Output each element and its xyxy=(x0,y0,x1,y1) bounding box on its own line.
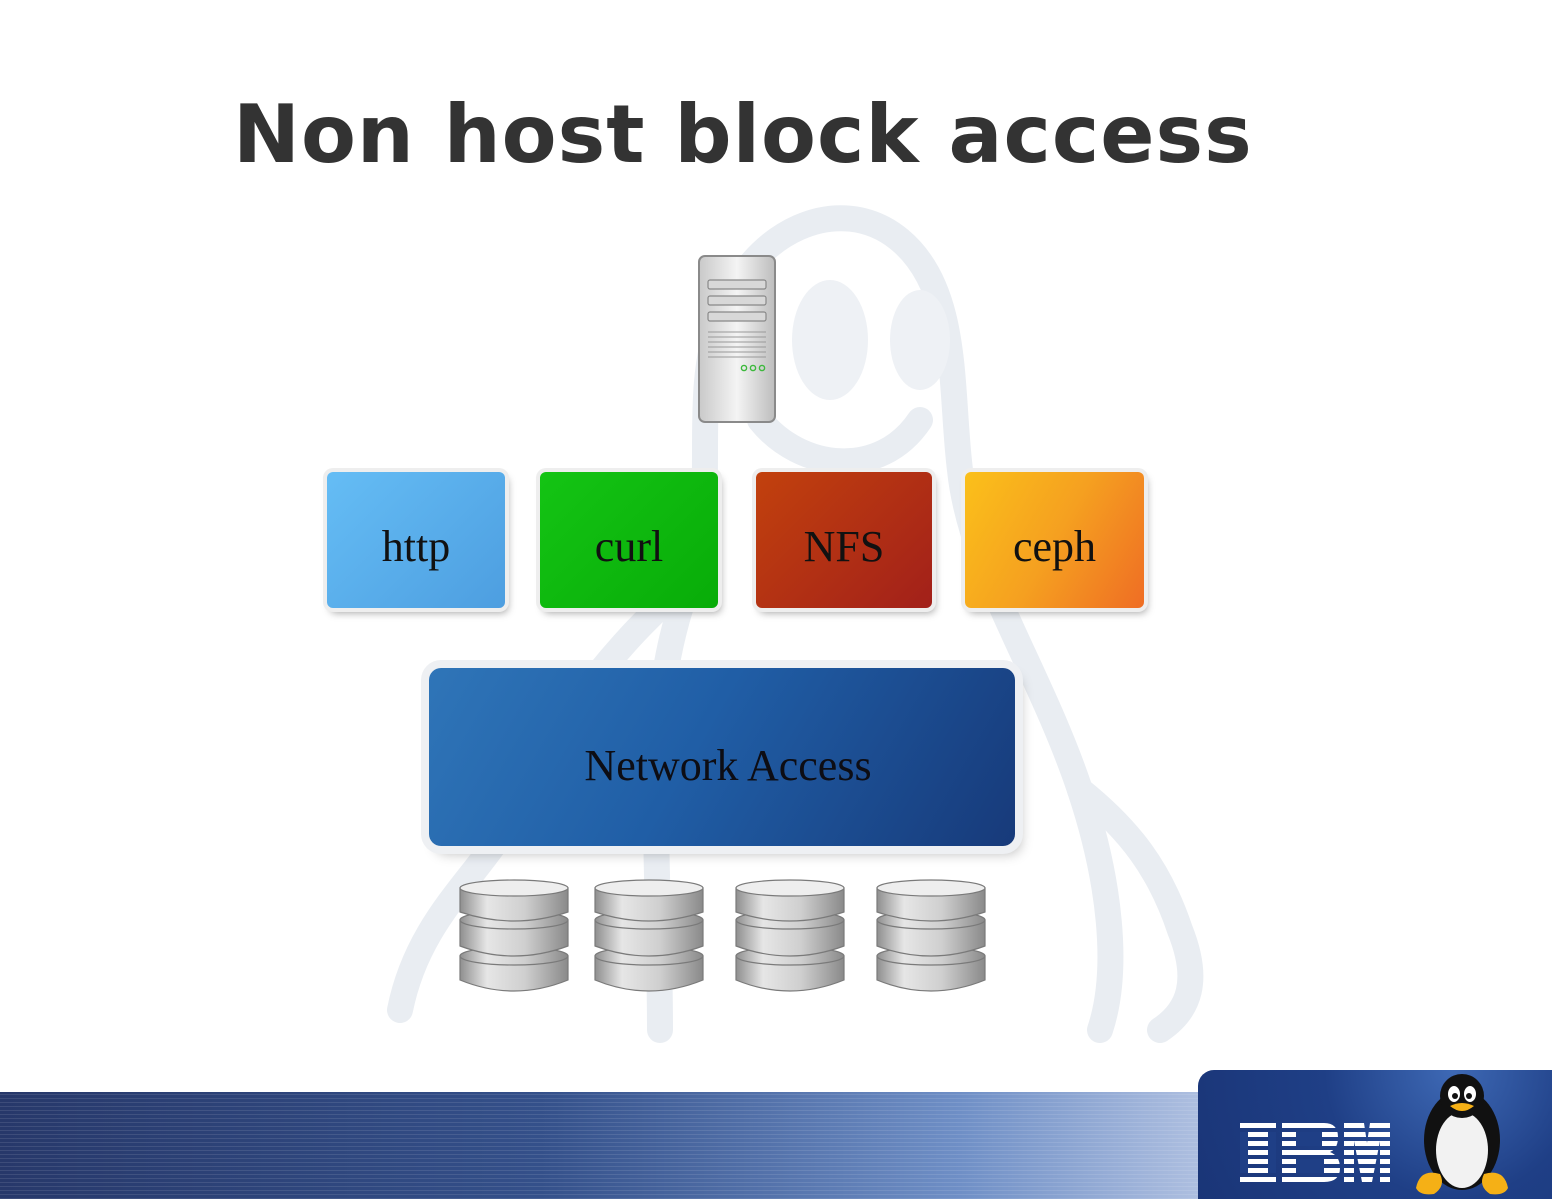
disk-stack-icon xyxy=(459,879,569,992)
disk-stack-icon xyxy=(735,879,845,992)
protocol-label: http xyxy=(381,521,451,571)
ibm-logo xyxy=(1240,1123,1390,1182)
page-title: Non host block access xyxy=(233,88,1253,181)
protocol-box-curl: curl xyxy=(540,472,718,608)
protocol-label: curl xyxy=(594,521,664,571)
protocol-box-ceph: ceph xyxy=(965,472,1144,608)
network-access-box: Network Access xyxy=(429,668,1015,846)
network-access-label: Network Access xyxy=(584,740,872,790)
tux-watermark xyxy=(387,205,1204,1043)
footer-bar xyxy=(0,1092,1200,1199)
protocol-box-nfs: NFS xyxy=(756,472,932,608)
disk-stack-icon xyxy=(594,879,704,992)
server-tower-icon xyxy=(698,255,776,423)
disk-stack-icon xyxy=(876,879,986,992)
protocol-label: ceph xyxy=(1012,521,1097,571)
protocol-box-http: http xyxy=(327,472,505,608)
protocol-label: NFS xyxy=(803,521,885,571)
tux-penguin-icon xyxy=(1416,1074,1508,1195)
